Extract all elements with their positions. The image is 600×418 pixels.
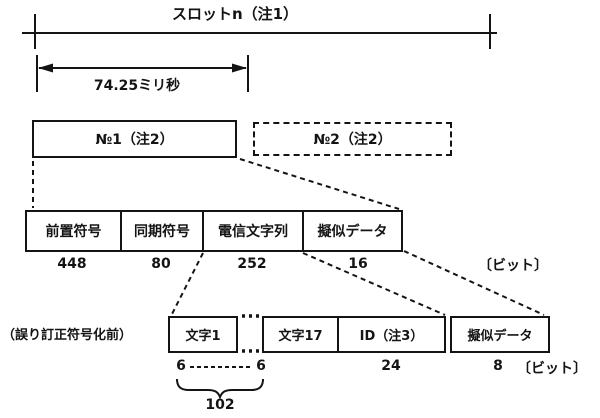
char17-box: 文字17 [264,318,339,351]
field-pseudo-data: 擬似データ [317,224,388,240]
brace-total-bits: 102 [205,397,235,413]
char1-label: 文字1 [185,329,221,344]
bits-unit-level3: 〔ビット〕 [517,361,587,377]
no1-label: №1（注2） [95,132,174,148]
no1-expansion-connectors [32,158,400,210]
char17-bits: 6 [256,358,266,374]
no2-label: №2（注2） [313,132,392,148]
no1-box: №1（注2） [32,120,237,158]
char17-id-row: 文字17 ID（注3） [262,316,446,353]
id-box: ID（注3） [359,329,424,344]
char1-bits: 6 [176,358,186,374]
preamble-bits: 448 [57,256,87,272]
pre-fec-label: （誤り訂正符号化前） [2,328,133,343]
id-bits: 24 [381,358,401,374]
field-message: 電信文字列 [204,212,304,250]
message-bits: 252 [237,256,267,272]
no2-box: №2（注2） [253,122,452,156]
pseudo-data-bits: 16 [348,256,368,272]
slot-label: スロットn（注1） [171,5,299,23]
arrow-left-icon [38,63,53,73]
total-bits-brace [176,378,264,400]
pseudo-data-box-prefec: 擬似データ [450,316,550,353]
field-preamble: 前置符号 [27,212,122,250]
pseudo-data-label-prefec: 擬似データ [467,329,533,344]
sync-bits: 80 [151,256,171,272]
char1-box: 文字1 [168,316,238,353]
char-ellipsis-dots [242,314,261,353]
field-row: 前置符号 同期符号 電信文字列 擬似データ [25,210,403,252]
duration-label: 74.25ミリ秒 [93,78,181,94]
field-sync: 同期符号 [122,212,204,250]
pseudo-data-bits-prefec: 8 [493,358,503,374]
bits-unit-level2: 〔ビット〕 [478,258,548,274]
arrow-right-icon [232,63,247,73]
